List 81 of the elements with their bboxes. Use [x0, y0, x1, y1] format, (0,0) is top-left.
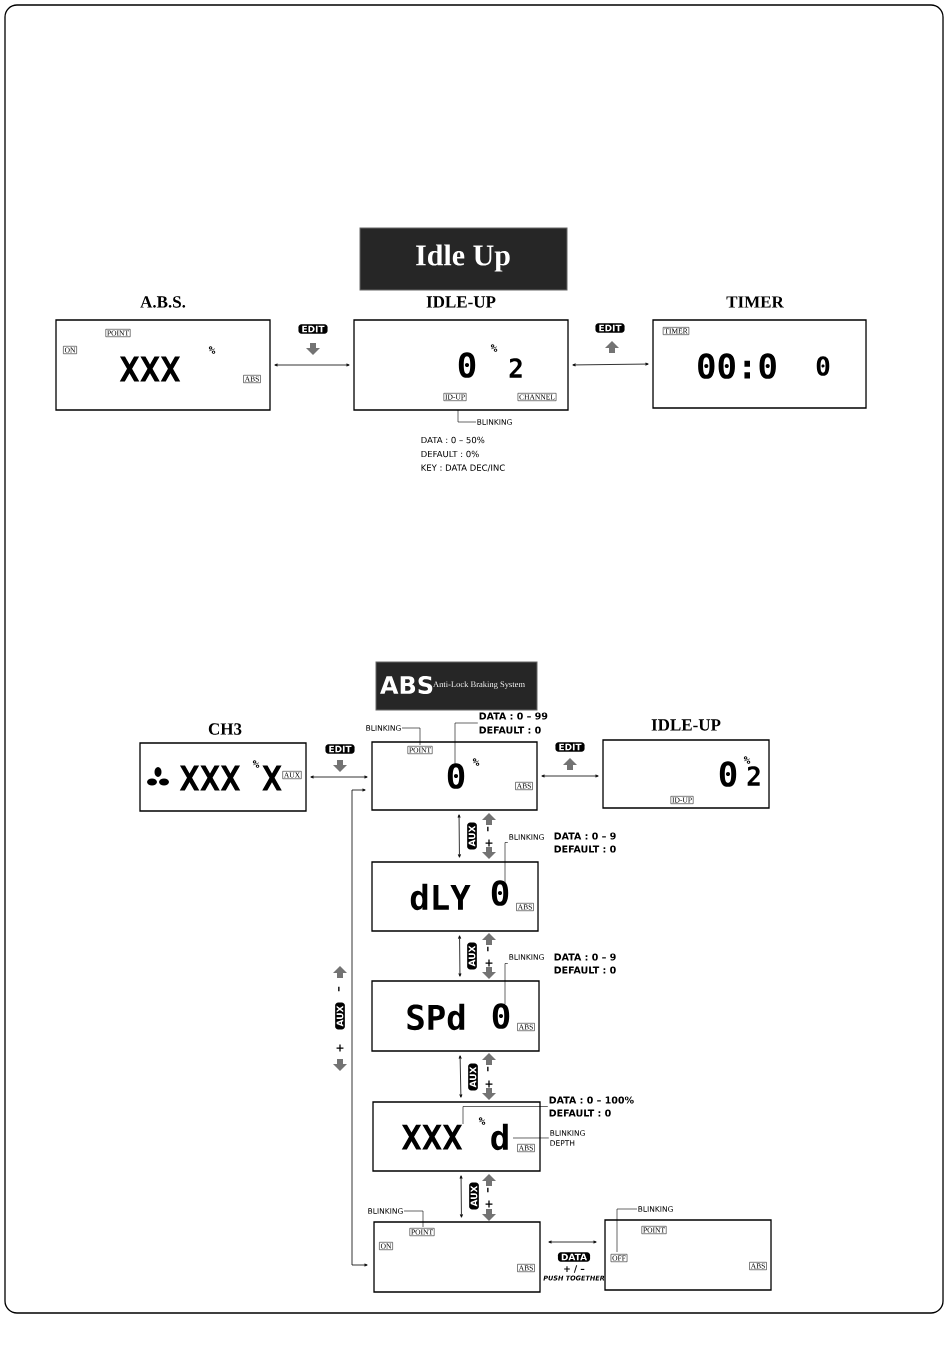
- leader-line: [457, 409, 477, 423]
- button-label: DATA: [557, 1252, 591, 1262]
- banner-subtitle: Anti-Lock Braking System: [433, 681, 525, 689]
- banner-title: Idle Up: [416, 244, 510, 272]
- note-text: DATA : 0 – 50%: [421, 436, 485, 444]
- key-sign: +: [485, 959, 493, 967]
- percent-sign: %: [478, 1117, 486, 1125]
- percent-sign: %: [490, 344, 498, 352]
- screen-heading: A.B.S.: [140, 296, 186, 308]
- key-sign: –: [338, 986, 340, 992]
- display-digits: 0: [458, 352, 476, 378]
- double-arrow: [351, 788, 368, 1267]
- double-arrow: [548, 1240, 597, 1244]
- double-arrow: [274, 363, 350, 367]
- display-digits: 0: [816, 356, 830, 376]
- display-digits: XXX: [401, 1124, 463, 1150]
- banner-title: ABS: [380, 675, 433, 695]
- display-digits: X: [262, 765, 282, 791]
- button-label: EDIT: [298, 324, 328, 334]
- button-label: AUX: [335, 1002, 345, 1030]
- display-digits: XXX: [179, 765, 241, 791]
- button-label: EDIT: [595, 323, 625, 333]
- screen-heading: CH3: [208, 723, 242, 735]
- key-sign: +: [336, 1044, 344, 1052]
- key-sign: +: [485, 839, 493, 847]
- note-text: KEY : DATA DEC/INC: [421, 464, 505, 472]
- display-digits: 00:0: [698, 353, 776, 379]
- button-label: AUX: [468, 1063, 478, 1091]
- data-range-text: DEFAULT : 0: [554, 845, 616, 853]
- data-range-text: DATA : 0 – 9: [554, 953, 616, 961]
- double-arrow: [459, 1175, 463, 1218]
- data-range-text: DEFAULT : 0: [549, 1109, 611, 1117]
- data-range-text: DEFAULT : 0: [479, 726, 541, 734]
- double-arrow: [458, 935, 462, 977]
- screen-heading: TIMER: [726, 296, 784, 308]
- display-digits: XXX: [119, 356, 181, 382]
- data-range-text: DEFAULT : 0: [554, 966, 616, 974]
- display-digits: 0: [447, 763, 465, 789]
- data-range-text: DATA : 0 – 99: [479, 712, 548, 720]
- leader-line: [454, 722, 479, 767]
- percent-sign: %: [472, 758, 480, 766]
- display-digits: 0: [719, 761, 737, 787]
- key-sign: +: [485, 1080, 493, 1088]
- double-arrow: [541, 774, 599, 778]
- double-arrow: [572, 362, 649, 367]
- leader-line: [512, 1137, 550, 1139]
- leader-line: [504, 842, 509, 885]
- key-sign: –: [487, 1187, 489, 1193]
- data-range-text: DATA : 0 – 100%: [549, 1096, 634, 1104]
- button-label: EDIT: [555, 742, 585, 752]
- display-digits: SPd: [407, 1003, 465, 1031]
- button-label: AUX: [469, 1182, 479, 1210]
- double-arrow: [310, 775, 368, 779]
- display-digits: 0: [492, 1003, 510, 1029]
- key-sign: +: [485, 1200, 493, 1208]
- percent-sign: %: [208, 346, 216, 354]
- key-sign: –: [487, 826, 489, 832]
- screen-heading: IDLE-UP: [426, 296, 496, 308]
- leader-line: [462, 1106, 549, 1125]
- key-sign: –: [487, 946, 489, 952]
- display-digits: dLY: [410, 883, 471, 911]
- leader-line: [401, 727, 421, 746]
- key-sign: + / –: [564, 1265, 585, 1273]
- percent-sign: %: [252, 760, 260, 768]
- key-sign: –: [487, 1066, 489, 1072]
- percent-sign: %: [743, 756, 751, 764]
- button-label: AUX: [467, 822, 477, 850]
- double-arrow: [458, 1055, 463, 1098]
- leader-line: [403, 1210, 424, 1228]
- screen-heading: IDLE-UP: [651, 719, 721, 731]
- note-text: DEFAULT : 0%: [421, 450, 479, 458]
- display-digits: 2: [747, 766, 760, 786]
- data-range-text: DATA : 0 – 9: [554, 832, 616, 840]
- button-label: AUX: [467, 942, 477, 970]
- leader-line: [616, 1208, 638, 1253]
- button-label: EDIT: [325, 744, 355, 754]
- leader-line: [504, 963, 509, 1005]
- display-digits: d: [491, 1123, 508, 1151]
- double-arrow: [457, 814, 461, 858]
- display-digits: 2: [509, 358, 522, 378]
- display-digits: 0: [491, 880, 509, 906]
